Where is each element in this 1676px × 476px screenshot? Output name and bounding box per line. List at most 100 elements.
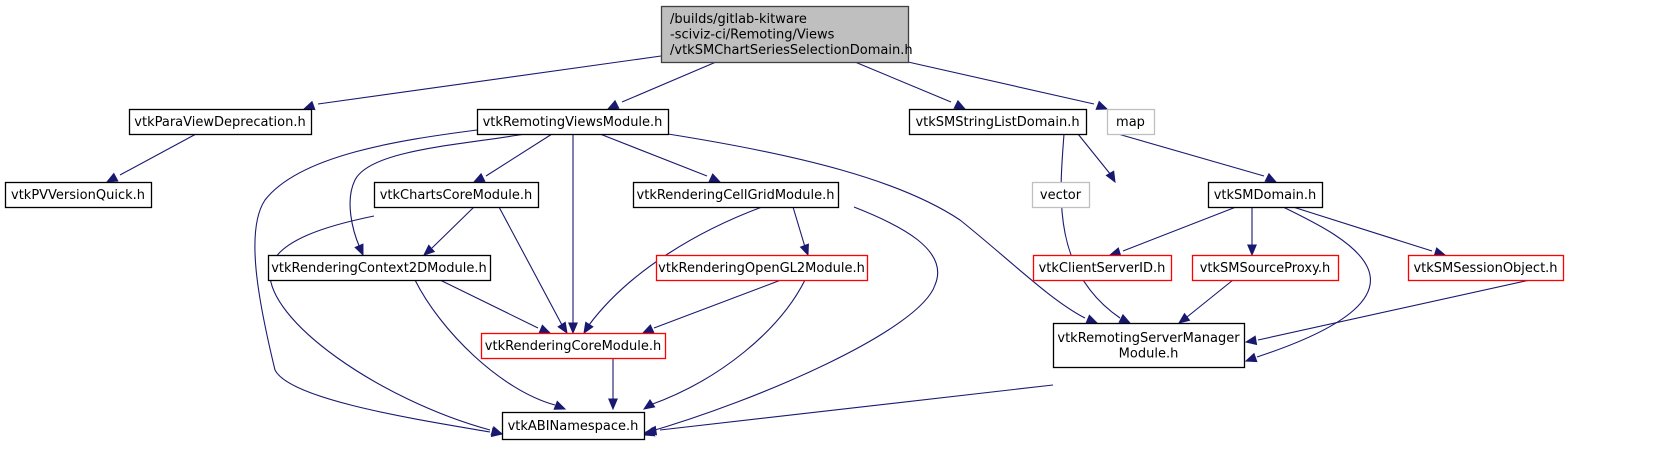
edge-renderingcore-to-abinamespace [608,358,618,411]
edge-smdomain-to-servermanager [1244,206,1371,363]
node-root[interactable]: /builds/gitlab-kitware-sciviz-ci/Remotin… [660,5,913,64]
edge-remotingviews-to-chartscore [472,133,553,183]
node-abinamespace[interactable]: vtkABINamespace.h [501,411,646,441]
arrowhead-icon [354,243,364,257]
edge-line [1186,279,1234,318]
node-label: /builds/gitlab-kitware [670,12,807,27]
edge-line [644,206,938,434]
node-box [1106,108,1156,136]
node-box [660,5,910,64]
edge-line [1077,133,1112,176]
node-context2d[interactable]: vtkRenderingContext2DModule.h [267,254,492,282]
node-box [1031,181,1091,209]
edge-line [667,133,1086,319]
node-box [1052,322,1246,369]
edge-smdomain-to-sourceproxy [1247,207,1257,257]
arrowhead-icon [1247,244,1257,257]
edge-root-to-stringlist [854,61,967,110]
arrowhead-icon [557,321,568,335]
node-label: vtkRenderingCellGridModule.h [637,188,835,203]
edges-layer [105,55,1531,438]
node-box [128,108,313,136]
node-pvversion[interactable]: vtkPVVersionQuick.h [4,181,153,209]
arrowhead-icon [538,324,552,334]
node-label: vector [1040,188,1082,203]
node-label: -sciviz-ci/Remoting/Views [670,28,835,43]
node-sessionobject[interactable]: vtkSMSessionObject.h [1407,254,1565,282]
arrowhead-icon [105,172,119,183]
edge-root-to-paraviewdep [302,55,662,111]
edge-paraviewdep-to-pvversion [105,133,197,183]
edge-line [653,279,782,329]
node-box [480,332,667,360]
edge-cellgrid-to-opengl2 [792,206,809,257]
arrowhead-icon [490,425,504,436]
node-label: vtkRenderingOpenGL2Module.h [658,261,865,276]
nodes-layer: /builds/gitlab-kitware-sciviz-ci/Remotin… [4,5,1565,441]
node-box [501,411,646,441]
edge-context2d-to-abinamespace [414,279,567,410]
edge-stringlist-to-smdomain [1117,133,1278,183]
node-box [4,181,153,209]
node-label: /vtkSMChartSeriesSelectionDomain.h [670,43,913,58]
node-paraviewdep[interactable]: vtkParaViewDeprecation.h [128,108,313,136]
edge-remotingviews-to-context2d [349,133,526,257]
arrowhead-icon [583,321,594,335]
arrowhead-icon [1264,172,1278,183]
arrowhead-icon [1244,352,1258,363]
node-label: vtkRemotingServerManager [1057,331,1240,346]
edge-line [907,61,1095,105]
node-label: vtkClientServerID.h [1039,261,1166,276]
node-map: map [1106,108,1156,136]
arrowhead-icon [708,173,722,183]
edge-servermanager-to-abinamespace [644,384,1054,436]
node-label: vtkRenderingCoreModule.h [485,339,661,354]
node-renderingcore[interactable]: vtkRenderingCoreModule.h [480,332,667,360]
arrowhead-icon [302,100,316,111]
node-box [1407,254,1565,282]
node-label: vtkRemotingViewsModule.h [483,115,663,130]
node-smdomain[interactable]: vtkSMDomain.h [1207,181,1324,209]
node-sourceproxy[interactable]: vtkSMSourceProxy.h [1191,254,1340,282]
node-box [632,181,840,209]
edge-root-to-remotingviews [606,61,717,110]
node-chartscore[interactable]: vtkChartsCoreModule.h [373,181,540,209]
node-box [1191,254,1340,282]
edge-line [498,206,563,326]
node-remotingviews[interactable]: vtkRemotingViewsModule.h [476,108,670,136]
node-box [655,254,869,282]
node-label: vtkABINamespace.h [508,419,639,434]
arrowhead-icon [1244,335,1258,346]
node-box [1207,181,1324,209]
node-clientserverid[interactable]: vtkClientServerID.h [1032,254,1173,282]
edge-line [414,279,556,406]
edge-chartscore-to-context2d [423,206,475,256]
node-label: vtkChartsCoreModule.h [380,188,533,203]
edge-line [621,61,717,103]
node-opengl2[interactable]: vtkRenderingOpenGL2Module.h [655,254,869,282]
node-label: vtkSMSourceProxy.h [1200,261,1331,276]
edge-context2d-to-renderingcore [439,279,552,334]
edge-root-to-map [907,61,1109,110]
edge-line [588,206,763,326]
node-cellgrid[interactable]: vtkRenderingCellGridModule.h [632,181,840,209]
edge-line [1122,206,1237,252]
edge-sourceproxy-to-servermanager [1177,279,1234,324]
edge-remotingviews-to-abinamespace [254,129,504,438]
edge-line [1117,133,1265,177]
arrowhead-icon [608,398,618,411]
edge-smdomain-to-clientserverid [1108,206,1237,257]
edge-line [349,133,526,249]
node-label: vtkParaViewDeprecation.h [134,115,305,130]
arrowhead-icon [1095,100,1109,110]
arrowhead-icon [472,172,486,183]
node-box [1032,254,1173,282]
node-box [373,181,540,209]
node-label: vtkSMDomain.h [1214,188,1317,203]
edge-line [854,61,952,103]
edge-stringlist-to-servermanager [1060,133,1132,324]
node-stringlist[interactable]: vtkSMStringListDomain.h [908,108,1088,136]
edge-chartscore-to-abinamespace [269,215,504,436]
edge-opengl2-to-renderingcore [641,279,782,334]
